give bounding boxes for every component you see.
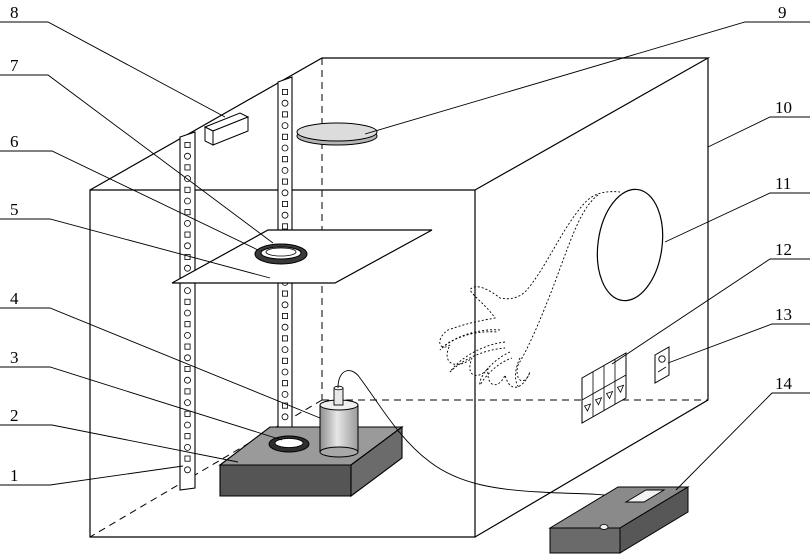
rail-hole <box>185 165 190 170</box>
base-block <box>220 427 402 496</box>
label-11: 11 <box>775 174 791 193</box>
front-rail <box>180 132 195 490</box>
leader-3 <box>0 367 282 440</box>
label-9: 9 <box>778 3 787 22</box>
rail-hole <box>185 232 190 237</box>
rail-hole <box>185 322 190 327</box>
rail-hole <box>185 400 191 406</box>
rail-hole <box>282 347 288 353</box>
rail-hole <box>185 355 191 361</box>
leader-lines <box>0 22 810 490</box>
rail-hole <box>282 167 288 173</box>
box-right-face <box>475 58 708 537</box>
readout-device <box>550 487 688 553</box>
rail-hole <box>282 381 287 386</box>
label-14: 14 <box>775 374 793 393</box>
rail-hole <box>282 145 288 151</box>
leader-1 <box>0 466 183 485</box>
label-12: 12 <box>775 240 792 259</box>
label-3: 3 <box>10 348 19 367</box>
cylinder-sensor <box>320 386 358 457</box>
rail-hole <box>185 288 191 294</box>
rail-hole <box>185 434 190 439</box>
rail-hole <box>185 310 191 316</box>
rail-hole <box>282 112 287 117</box>
glove-fingers <box>440 330 520 388</box>
rail-hole <box>282 224 287 229</box>
rail-hole <box>282 134 287 139</box>
rail-hole <box>282 358 287 363</box>
leader-10 <box>708 117 810 147</box>
rail-hole <box>185 456 190 461</box>
rail-hole <box>282 391 288 397</box>
leader-2 <box>0 425 238 462</box>
glove <box>440 192 620 388</box>
rail-hole <box>282 336 287 341</box>
rail-hole <box>282 414 288 420</box>
rail-hole <box>185 377 191 383</box>
label-4: 4 <box>10 289 19 308</box>
rail-hole <box>282 89 287 94</box>
rail-hole <box>185 344 190 349</box>
label-6: 6 <box>10 132 19 151</box>
label-10: 10 <box>775 98 792 117</box>
rail-hole <box>185 210 190 215</box>
rail-hole <box>185 187 190 192</box>
label-7: 7 <box>10 56 19 75</box>
rail-hole <box>185 444 191 450</box>
power-switch <box>655 347 669 383</box>
rail-hole <box>282 179 287 184</box>
plate-ring <box>255 244 307 264</box>
leader-8 <box>0 22 225 117</box>
label-2: 2 <box>10 406 19 425</box>
rail-hole <box>185 243 191 249</box>
rail-hole <box>282 157 287 162</box>
rail-hole <box>185 142 190 147</box>
rail-hole <box>185 265 191 271</box>
rail-hole <box>185 366 190 371</box>
glove-port <box>591 185 670 305</box>
leader-9 <box>365 22 810 134</box>
rail-hole <box>185 198 191 204</box>
rail-hole <box>282 100 288 106</box>
label-13: 13 <box>775 305 792 324</box>
rail-hole <box>282 369 288 375</box>
rail-hole <box>282 302 288 308</box>
control-panel <box>582 353 626 423</box>
rail-hole <box>282 291 287 296</box>
rail-hole <box>282 201 287 206</box>
rail-hole <box>185 467 191 473</box>
rail-hole <box>185 220 191 226</box>
leader-13 <box>668 324 810 363</box>
rail-hole <box>185 299 190 304</box>
leader-6 <box>0 151 258 250</box>
rail-hole <box>185 332 191 338</box>
rail-clamp <box>205 113 248 145</box>
rail-hole <box>282 212 288 218</box>
rail-hole <box>282 324 288 330</box>
leader-11 <box>665 193 810 242</box>
rail-hole <box>185 389 190 394</box>
rail-hole <box>185 422 191 428</box>
rail-hole <box>185 153 191 159</box>
label-1: 1 <box>10 466 19 485</box>
rail-hole <box>282 123 288 129</box>
label-8: 8 <box>10 3 19 22</box>
leader-7 <box>0 75 273 243</box>
label-5: 5 <box>10 200 19 219</box>
rail-hole <box>282 190 288 196</box>
rail-hole <box>282 313 287 318</box>
rail-hole <box>185 411 190 416</box>
block-ring <box>269 436 309 452</box>
